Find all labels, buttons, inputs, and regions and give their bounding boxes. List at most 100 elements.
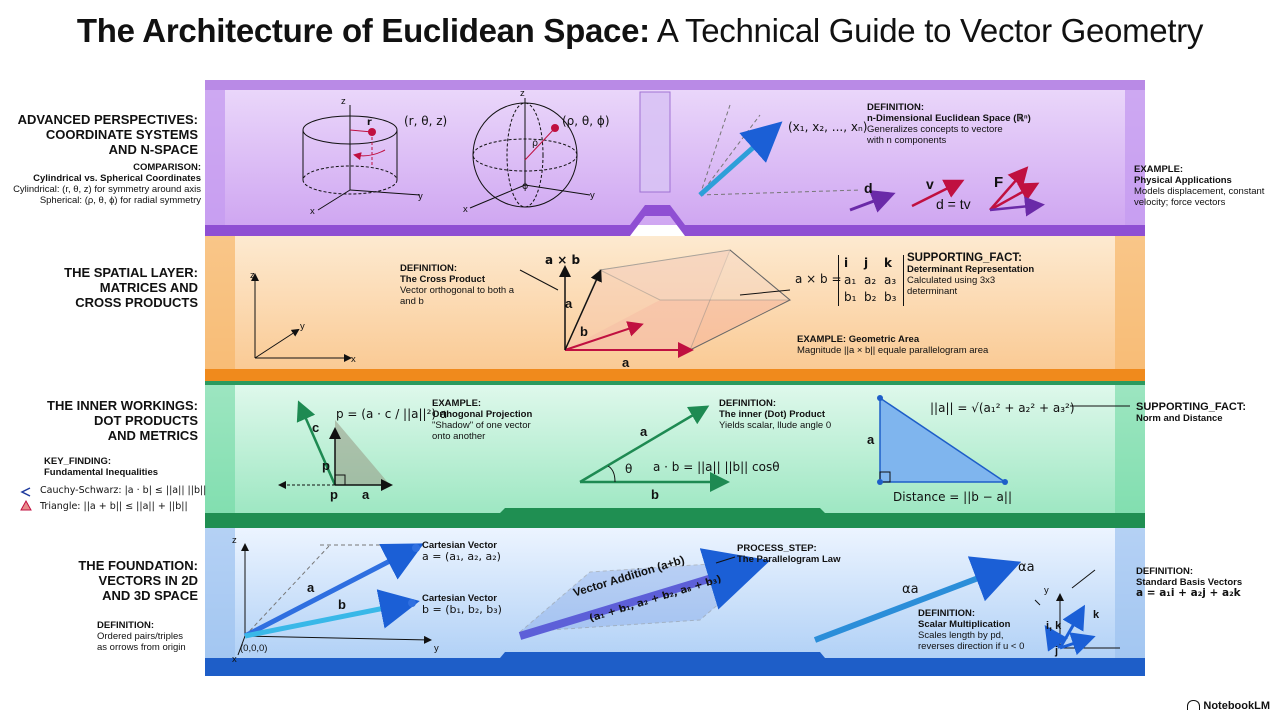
- orange-floor-edge: [205, 369, 1145, 381]
- dot-theta-label: θ: [625, 462, 633, 476]
- det-r2c1: a₁: [844, 273, 857, 287]
- basis-formula: a = a₁i + a₂j + a₂k: [1136, 587, 1241, 599]
- comparison-line1: Cylindrical: (r, θ, z) for symmetry arou…: [13, 184, 201, 195]
- det-left-label: a × b =: [795, 272, 842, 286]
- proc-title: The Parallelogram Law: [737, 554, 841, 565]
- sph-axis-z: z: [520, 88, 525, 99]
- n-space-definition: DEFINITION: n-Dimensional Euclidean Spac…: [867, 102, 1087, 146]
- cart-b-head: Cartesian Vector: [422, 593, 497, 604]
- sphere-point: [551, 124, 559, 132]
- det-fact-text2: determinant: [907, 286, 958, 297]
- det-r1c2: j: [864, 256, 869, 270]
- proc-head: PROCESS_STEP:: [737, 543, 817, 554]
- notebooklm-logo: NotebookLM: [1187, 700, 1270, 712]
- basis-k-label: k: [1093, 609, 1100, 621]
- norm-a-label: a: [867, 432, 875, 447]
- det-r2c3: a₃: [884, 273, 897, 287]
- det-r3c3: b₃: [884, 290, 897, 304]
- parallelogram-law-step: PROCESS_STEP: The Parallelogram Law: [737, 543, 867, 565]
- cross-def-text: Vector orthogonal to both a and b: [400, 285, 515, 307]
- velocity-label: v: [926, 176, 934, 192]
- basis-j-label: j: [1055, 645, 1059, 657]
- scal-head: DEFINITION:: [918, 608, 975, 619]
- purple-pillar: [639, 91, 671, 193]
- comparison-title: Cylindrical vs. Spherical Coordinates: [33, 173, 201, 184]
- dot-product-definition: DEFINITION: The inner (Dot) Product Yiel…: [719, 398, 869, 431]
- layer3-title-line2: DOT PRODUCTS: [94, 413, 198, 428]
- basis-axis-y: y: [1044, 585, 1049, 596]
- n-space-def-text1: Generalizes concepts to vectore: [867, 124, 1003, 135]
- found-axis-z: z: [232, 535, 237, 546]
- found-b-label: b: [338, 597, 346, 612]
- cylinder-point: [368, 128, 376, 136]
- dot-a-label: a: [640, 424, 648, 439]
- geometric-area-example: EXAMPLE: Geometric Area Magnitude ||a × …: [797, 334, 1057, 356]
- orthogonal-projection-example: EXAMPLE: Orthogonal Projection "Shadow" …: [432, 398, 562, 442]
- comparison-line2: Spherical: (ρ, θ, ϕ) for radial symmetry: [39, 195, 201, 206]
- vec-def-head: DEFINITION:: [97, 620, 154, 631]
- basis-vectors: [1044, 569, 1120, 656]
- cyl-axis-x: x: [310, 206, 315, 217]
- scalar-multiplication-definition: DEFINITION: Scalar Multiplication Scales…: [918, 608, 1058, 652]
- basis-ik-label: i, k: [1046, 620, 1062, 632]
- n-space-def-text2: with n components: [867, 135, 947, 146]
- velocity-arrow: [911, 179, 965, 208]
- layer1-title-line1: ADVANCED PERSPECTIVES:: [17, 112, 198, 127]
- norm-fact-head: SUPPORTING_FACT:: [1136, 401, 1247, 413]
- cyl-axis-z: z: [341, 96, 346, 107]
- layer3-title: THE INNER WORKINGS: DOT PRODUCTS AND MET…: [8, 398, 198, 443]
- spatial-axis-y: y: [300, 321, 305, 332]
- vec-def-text2: as orrows from origin: [97, 642, 186, 653]
- force-arrow-1: [989, 166, 1029, 211]
- force-arrow-3: [989, 196, 1045, 217]
- sph-rho-label: ρ: [532, 138, 539, 149]
- proj-ex-text2: onto another: [432, 431, 486, 442]
- layer4-title: THE FOUNDATION: VECTORS IN 2D AND 3D SPA…: [8, 558, 198, 603]
- cyl-axis-y: y: [418, 191, 423, 202]
- det-r3c2: b₂: [864, 290, 877, 304]
- vector-definition: DEFINITION: Ordered pairs/triples as orr…: [97, 620, 207, 653]
- layer1-title-line2: COORDINATE SYSTEMS: [45, 127, 198, 142]
- cross-base-a-label: a: [622, 355, 630, 370]
- sph-axis-x: x: [463, 204, 468, 215]
- key-finding-title: Fundamental Inequalities: [44, 467, 159, 478]
- norm-fact-title: Norm and Distance: [1136, 413, 1223, 424]
- cart-b-formula: b = (b₁, b₂, b₃): [422, 603, 502, 616]
- found-axis-y: y: [434, 643, 439, 654]
- scal-title: Scalar Multiplication: [918, 619, 1011, 630]
- notebooklm-logo-text: NotebookLM: [1203, 700, 1270, 712]
- proj-ex-title: Orthogonal Projection: [432, 409, 533, 420]
- layer2-title-line1: THE SPATIAL LAYER:: [64, 265, 198, 280]
- title-regular: A Technical Guide to Vector Geometry: [649, 12, 1204, 49]
- phys-ex-title: Physical Applications: [1134, 175, 1232, 186]
- found-axis-x: x: [232, 654, 237, 665]
- page-title: The Architecture of Euclidean Space: A T…: [0, 12, 1280, 50]
- cartesian-a: Cartesian Vector a = (a₁, a₂, a₂): [422, 540, 532, 562]
- proj-p-label: p: [322, 458, 330, 473]
- cyl-r-label: r: [367, 117, 372, 128]
- foundation-vectors: [237, 543, 432, 656]
- norm-formula: ||a|| = √(a₁² + a₂² + a₃²): [930, 401, 1075, 415]
- cauchy-schwarz-text: Cauchy-Schwarz: |a · b| ≤ ||a|| ||b||: [40, 485, 207, 496]
- green-layer-body: [205, 385, 1145, 513]
- physical-applications: EXAMPLE: Physical Applications Models di…: [1134, 164, 1279, 208]
- cylindrical-coord-label: (r, θ, z): [404, 114, 448, 128]
- n-space-def-head: DEFINITION:: [867, 102, 924, 113]
- scalar-multiplication: [813, 556, 1041, 643]
- found-a-label: a: [307, 580, 315, 595]
- sphere-diagram: [469, 98, 591, 209]
- spherical-coord-label: (ρ, θ, ϕ): [562, 114, 610, 128]
- det-r3c1: b₁: [844, 290, 857, 304]
- layer1-title: ADVANCED PERSPECTIVES: COORDINATE SYSTEM…: [8, 112, 198, 157]
- cauchy-icon: [20, 487, 31, 497]
- layer3-title-line1: THE INNER WORKINGS:: [47, 398, 198, 413]
- cart-a-formula: a = (a₁, a₂, a₂): [422, 550, 501, 563]
- green-floor-edge: [205, 508, 1145, 528]
- cart-a-head: Cartesian Vector: [422, 540, 497, 551]
- cross-def-head: DEFINITION:: [400, 263, 457, 274]
- scaled-vector-label-right: αa: [1018, 560, 1035, 575]
- sph-axis-y: y: [590, 190, 595, 201]
- det-fact-title: Determinant Representation: [907, 264, 1035, 275]
- proj-ex-head: EXAMPLE:: [432, 398, 482, 409]
- layer2-title: THE SPATIAL LAYER: MATRICES AND CROSS PR…: [8, 265, 198, 310]
